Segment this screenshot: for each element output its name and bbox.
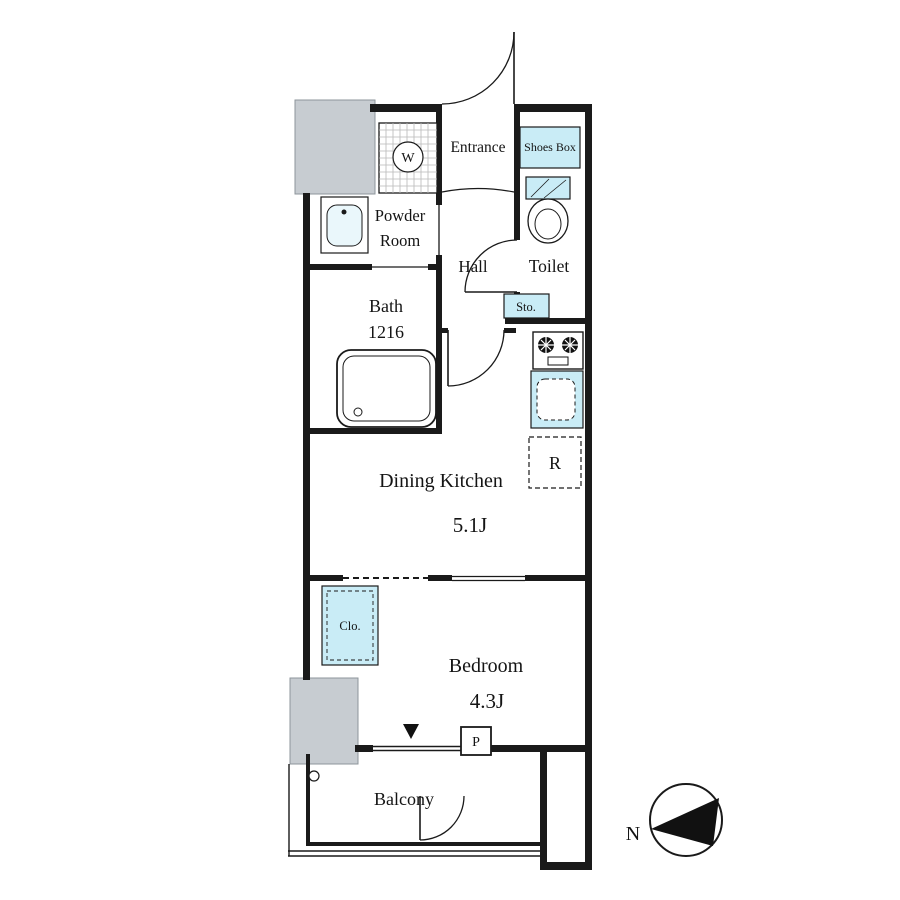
- stove: [532, 331, 584, 370]
- pillar-bottom-left: [289, 677, 359, 765]
- entrance-label: Entrance: [450, 139, 505, 156]
- doors-and-openings: [343, 31, 525, 841]
- bath-size-label: 1216: [368, 322, 404, 342]
- shoes-box-label: Shoes Box: [524, 140, 576, 154]
- dining-kitchen-label: Dining Kitchen: [379, 470, 503, 492]
- bedroom-size-label: 4.3J: [470, 689, 504, 713]
- drain-symbol: [308, 770, 320, 782]
- toilet-label: Toilet: [529, 256, 570, 276]
- hall-label: Hall: [458, 257, 488, 276]
- kitchen-sink: [530, 370, 584, 429]
- exterior-walls: [303, 104, 592, 870]
- balcony-door-arc: [419, 795, 465, 841]
- toilet-fixture: [525, 176, 571, 244]
- closet: Clo.: [321, 585, 379, 666]
- bathtub: [336, 349, 437, 428]
- concrete-pillars: [289, 99, 376, 765]
- entrance-step-line: [441, 187, 515, 193]
- compass: N: [626, 783, 723, 857]
- balcony-structure: [288, 754, 544, 857]
- dining-kitchen-size-label: 5.1J: [453, 513, 487, 537]
- powder-room-label-1: Powder: [375, 206, 426, 225]
- washing-machine-area: W: [378, 122, 438, 194]
- balcony-label: Balcony: [374, 789, 434, 809]
- room-labels: Entrance Powder Room Hall Toilet Bath 12…: [368, 139, 569, 809]
- toilet-door-arc: [464, 239, 518, 293]
- grill-icon: [547, 356, 569, 366]
- washer-label: W: [401, 151, 415, 166]
- drain-icon: [353, 407, 363, 417]
- compass-needle-icon: [651, 798, 719, 846]
- storage-label: Sto.: [516, 300, 536, 314]
- refrigerator-label: R: [549, 453, 561, 473]
- pipe-space-label: P: [472, 735, 480, 750]
- bedroom-label: Bedroom: [449, 655, 524, 677]
- hall-door-arc: [447, 329, 505, 387]
- pillar-top-left: [294, 99, 376, 195]
- window-marker: [403, 724, 419, 739]
- refrigerator-space: R: [528, 436, 582, 489]
- storage-box: Sto.: [503, 293, 550, 319]
- powder-room-label-2: Room: [380, 231, 421, 250]
- washer-icon: [392, 141, 424, 173]
- pipe-space: P: [460, 726, 492, 756]
- closet-label: Clo.: [339, 619, 360, 633]
- compass-north-label: N: [626, 823, 640, 845]
- entrance-door-arc: [441, 31, 515, 105]
- shoes-box: Shoes Box: [519, 126, 581, 169]
- vanity: [320, 196, 369, 254]
- bath-label: Bath: [369, 296, 403, 316]
